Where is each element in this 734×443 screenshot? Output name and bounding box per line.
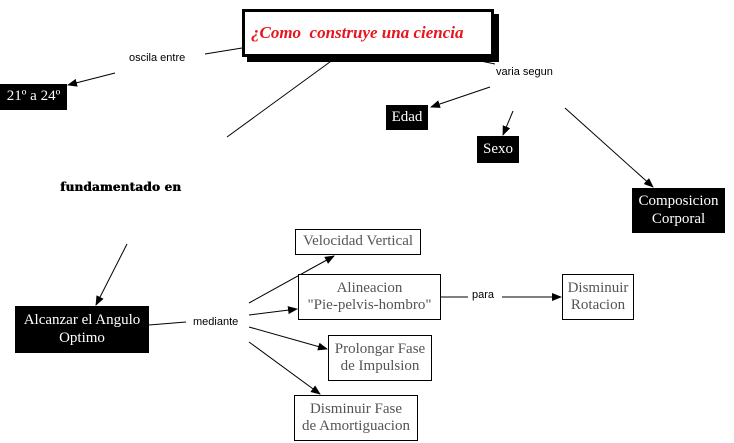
connector-title-oscila bbox=[204, 47, 243, 55]
node-text-line-2: de Amortiguacion bbox=[302, 418, 410, 434]
arrow-fundamentado-angulo bbox=[95, 243, 128, 306]
node-text-line-2: Rotacion bbox=[570, 297, 626, 313]
node-text-line-1: Composicion bbox=[638, 193, 719, 210]
node-prolongar-fase-impulsion[interactable]: Prolongar Fase de Impulsion bbox=[328, 335, 432, 381]
node-text: Edad bbox=[391, 108, 423, 125]
connector-angulo-mediante bbox=[148, 321, 187, 326]
node-sexo[interactable]: Sexo bbox=[477, 136, 519, 163]
node-text: Velocidad Vertical bbox=[302, 233, 414, 250]
arrow-varia-sexo bbox=[502, 110, 514, 136]
connector-title-fundamentado bbox=[226, 58, 335, 138]
node-text-line-1: Disminuir Fase bbox=[309, 400, 403, 417]
node-velocidad-vertical[interactable]: Velocidad Vertical bbox=[295, 229, 421, 255]
node-alineacion[interactable]: Alineacion "Pie-pelvis-hombro" bbox=[298, 274, 441, 320]
node-disminuir-fase-amortiguacion[interactable]: Disminuir Fase de Amortiguacion bbox=[294, 395, 418, 441]
arrow-mediante-velocidad bbox=[248, 255, 335, 304]
link-label-fundamentado-en: fundamentado en bbox=[60, 180, 182, 194]
connector-title-varia bbox=[475, 59, 496, 65]
node-text-line-1: Alcanzar el Angulo bbox=[23, 312, 141, 329]
arrow-mediante-alineacion bbox=[248, 306, 298, 316]
arrow-varia-edad bbox=[430, 86, 491, 108]
arrow-mediante-amortiguacion bbox=[248, 341, 321, 395]
arrow-varia-composicion bbox=[564, 107, 654, 188]
link-label-para: para bbox=[470, 289, 497, 301]
node-rango-temperatura[interactable]: 21º a 24º bbox=[0, 84, 67, 110]
node-disminuir-rotacion[interactable]: Disminuir Rotacion bbox=[562, 274, 634, 320]
node-edad[interactable]: Edad bbox=[386, 105, 428, 130]
node-composicion-corporal[interactable]: Composicion Corporal bbox=[632, 188, 725, 233]
link-label-mediante: mediante bbox=[191, 316, 241, 328]
node-text-line-2: Optimo bbox=[59, 329, 105, 346]
node-alcanzar-angulo-optimo[interactable]: Alcanzar el Angulo Optimo bbox=[15, 306, 149, 353]
node-text-line-1: Disminuir bbox=[567, 279, 629, 296]
arrow-mediante-impulsion bbox=[248, 326, 328, 351]
title-text: ¿Como construye una ciencia bbox=[251, 23, 464, 42]
node-text-line-1: Prolongar Fase bbox=[334, 340, 426, 357]
node-text: Sexo bbox=[483, 140, 513, 157]
node-text-line-2: Corporal bbox=[651, 210, 706, 227]
arrow-oscila-rango bbox=[67, 72, 116, 87]
node-text-line-2: de Impulsion bbox=[340, 358, 420, 374]
link-label-oscila-entre: oscila entre bbox=[127, 52, 188, 64]
node-text-line-2: "Pie-pelvis-hombro" bbox=[307, 297, 432, 313]
node-text-line-1: Alineacion bbox=[336, 279, 403, 296]
node-text: 21º a 24º bbox=[6, 88, 61, 105]
title-node[interactable]: ¿Como construye una ciencia bbox=[242, 9, 494, 57]
link-label-varia-segun: varia segun bbox=[494, 66, 555, 78]
